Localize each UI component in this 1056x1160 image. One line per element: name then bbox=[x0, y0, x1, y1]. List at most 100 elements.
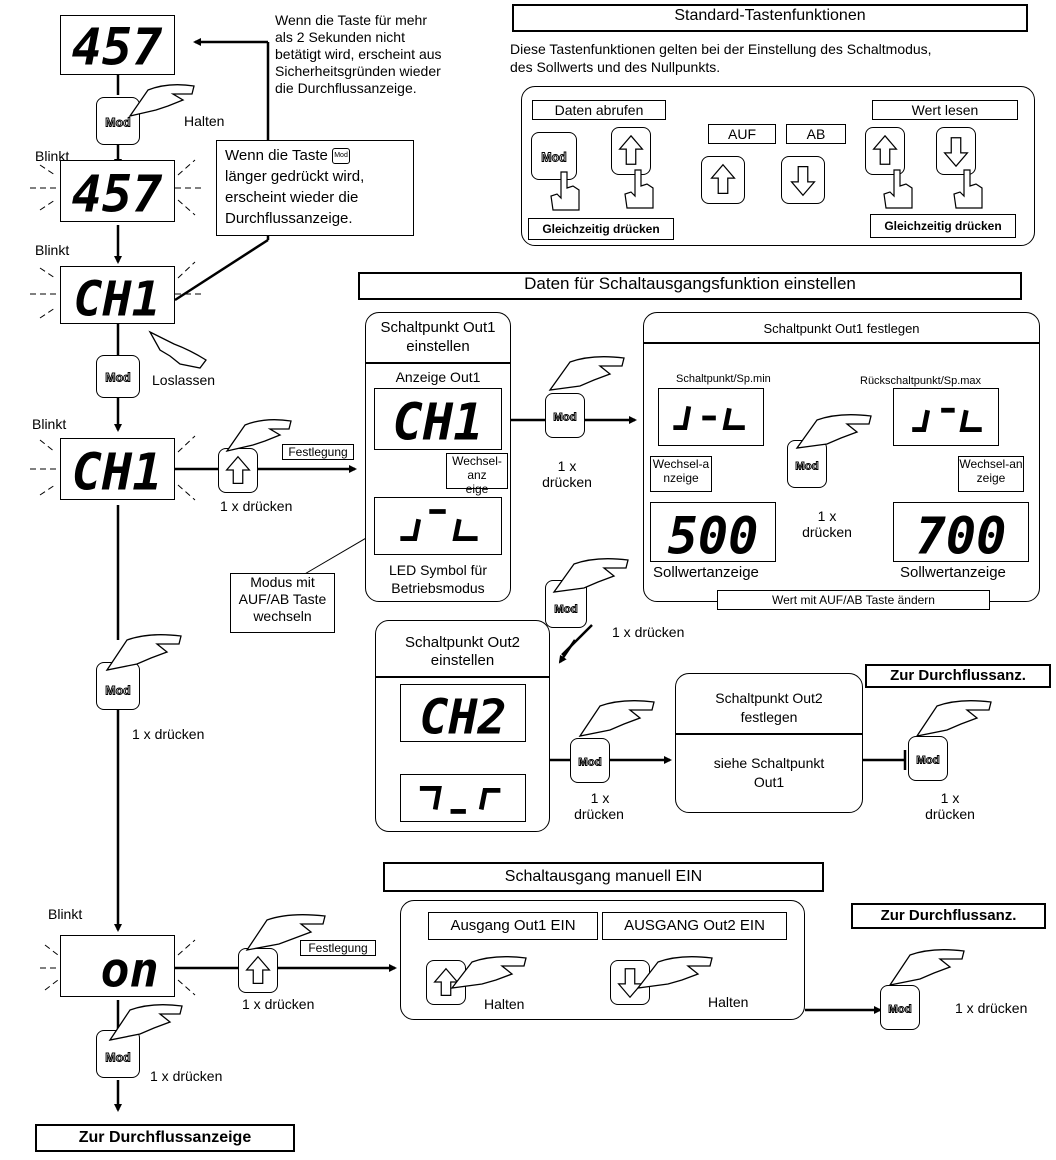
display-jl-max bbox=[893, 388, 999, 446]
display-457-top: 457 bbox=[60, 15, 175, 75]
svg-text:Mod: Mod bbox=[105, 1051, 130, 1065]
wechsel-anzeige-line: eige bbox=[465, 482, 489, 496]
divider bbox=[676, 733, 862, 735]
up-key-auf[interactable] bbox=[701, 156, 745, 204]
display-on: on bbox=[60, 935, 175, 997]
out2-fix-title-line: festlegen bbox=[740, 709, 798, 725]
zur-durchfluss-box-2[interactable]: Zur Durchflussanz. bbox=[851, 903, 1046, 929]
svg-text:CH2: CH2 bbox=[419, 689, 506, 741]
divider bbox=[644, 342, 1039, 344]
modus-note-line: AUF/AB Taste bbox=[238, 591, 327, 607]
press-once-split: drücken bbox=[574, 806, 624, 822]
zur-durchfluss-box-1[interactable]: Zur Durchflussanz. bbox=[865, 664, 1051, 688]
top-note: Wenn die Taste für mehr als 2 Sekunden n… bbox=[275, 12, 500, 97]
mod-key-out1[interactable]: Mod bbox=[545, 393, 585, 438]
blinkt-label-2: Blinkt bbox=[35, 242, 70, 258]
svg-text:700: 700 bbox=[916, 506, 1007, 561]
wechsel-anzeige-line: Wechsel-an bbox=[959, 457, 1023, 471]
svg-text:Mod: Mod bbox=[554, 604, 577, 616]
up-key-std[interactable] bbox=[611, 127, 651, 175]
mod-key-out2[interactable]: Mod bbox=[570, 738, 610, 783]
up-key-manual[interactable] bbox=[238, 948, 278, 993]
out1-set-title-line: Schaltpunkt Out1 bbox=[380, 319, 496, 336]
led-symbol-line: Betriebsmodus bbox=[391, 580, 485, 596]
down-key-ab[interactable] bbox=[781, 156, 825, 204]
halten-label: Halten bbox=[184, 113, 225, 129]
out2-set-title-line: Schaltpunkt Out2 bbox=[404, 634, 521, 651]
press-once-split: drücken bbox=[925, 806, 975, 822]
modus-note-line: wechseln bbox=[253, 608, 312, 624]
hand-icon bbox=[108, 1004, 183, 1041]
display-ch1-select: CH1 bbox=[60, 438, 175, 500]
hand-icon bbox=[578, 700, 655, 737]
svg-text:on: on bbox=[100, 942, 158, 996]
finger-icon bbox=[624, 169, 654, 209]
svg-text:Mod: Mod bbox=[578, 757, 601, 769]
blinkt-label-4: Blinkt bbox=[48, 906, 83, 922]
svg-text:457: 457 bbox=[72, 164, 164, 221]
schaltpunkt-min-label: Schaltpunkt/Sp.min bbox=[676, 373, 771, 385]
wechsel-anzeige-line: zeige bbox=[976, 471, 1006, 485]
top-note-line: Sicherheitsgründen wieder bbox=[275, 63, 441, 79]
hand-icon bbox=[552, 558, 629, 593]
led-symbol-line: LED Symbol für bbox=[388, 562, 488, 578]
display-mode-jl bbox=[374, 497, 502, 555]
hand-icon bbox=[450, 956, 527, 989]
out1-on-label: Ausgang Out1 EIN bbox=[428, 912, 598, 940]
zur-durchfluss-label: Zur Durchflussanz. bbox=[880, 907, 1017, 924]
press-once-split: 1 x bbox=[557, 458, 577, 474]
top-note-line: als 2 Sekunden nicht bbox=[275, 29, 405, 45]
mod-note-line: erscheint wieder die bbox=[225, 189, 359, 206]
hand-icon bbox=[888, 949, 965, 986]
standard-desc-line: Diese Tastenfunktionen gelten bei der Ei… bbox=[510, 41, 932, 57]
out1-fix-title: Schaltpunkt Out1 festlegen bbox=[763, 321, 920, 336]
svg-text:Mod: Mod bbox=[541, 151, 567, 165]
mod-key-on[interactable]: Mod bbox=[96, 1030, 140, 1078]
hand-icon bbox=[105, 634, 182, 671]
standard-title: Standard-Tastenfunktionen bbox=[512, 4, 1028, 32]
mod-key-std[interactable]: Mod bbox=[531, 132, 577, 180]
hand-icon bbox=[795, 414, 872, 449]
wechsel-anzeige-b: Wechsel-a nzeige bbox=[650, 456, 712, 492]
sollwert-label-2: Sollwertanzeige bbox=[900, 564, 1006, 581]
out2-fix-panel bbox=[675, 673, 863, 813]
wechsel-anzeige-a: Wechsel-anz eige bbox=[446, 453, 508, 496]
display-ch1-blink: CH1 bbox=[60, 266, 175, 324]
display-ch1-out1: CH1 bbox=[374, 388, 502, 450]
down-key-read[interactable] bbox=[936, 127, 976, 175]
wechsel-anzeige-line: Wechsel-a bbox=[652, 457, 710, 471]
mod-key-out1-fix[interactable]: Mod bbox=[787, 440, 827, 488]
to-flow-display-box[interactable]: Zur Durchflussanzeige bbox=[35, 1124, 295, 1152]
mod-key-release[interactable]: Mod bbox=[96, 355, 140, 398]
up-key-confirm[interactable] bbox=[218, 448, 258, 493]
mod-key-hold[interactable]: Mod bbox=[96, 97, 140, 145]
hand-icon bbox=[548, 356, 625, 391]
festlegung-label-2: Festlegung bbox=[300, 940, 376, 956]
siehe-line: siehe Schaltpunkt bbox=[713, 755, 825, 771]
up-key-read[interactable] bbox=[865, 127, 905, 175]
hand-icon bbox=[225, 419, 292, 453]
mod-key-next[interactable]: Mod bbox=[96, 662, 140, 710]
top-note-line: Wenn die Taste für mehr bbox=[275, 12, 428, 28]
press-once-split: drücken bbox=[802, 524, 852, 540]
svg-text:Mod: Mod bbox=[795, 461, 818, 473]
press-once-label-3: 1 x drücken bbox=[242, 996, 315, 1012]
standard-desc-line: des Sollwerts und des Nullpunkts. bbox=[510, 59, 721, 75]
display-ch2: CH2 bbox=[400, 684, 526, 742]
mod-key-exit-1[interactable]: Mod bbox=[908, 736, 948, 781]
out2-set-title-line: einstellen bbox=[430, 652, 495, 669]
gleichzeitig-label-2: Gleichzeitig drücken bbox=[870, 214, 1016, 238]
mod-key-exit-2[interactable]: Mod bbox=[880, 985, 920, 1030]
svg-text:Mod: Mod bbox=[105, 371, 130, 385]
ab-label: AB bbox=[786, 124, 846, 144]
hand-icon bbox=[915, 700, 992, 737]
display-457-blink: 457 bbox=[60, 160, 175, 222]
display-mode-nr bbox=[400, 774, 526, 822]
out2-fix-title-line: Schaltpunkt Out2 bbox=[715, 690, 823, 706]
svg-text:CH1: CH1 bbox=[393, 392, 484, 449]
divider bbox=[366, 362, 510, 364]
wechsel-anzeige-line: Wechsel-anz bbox=[452, 454, 502, 482]
svg-text:Mod: Mod bbox=[916, 755, 939, 767]
switch-data-title: Daten für Schaltausgangsfunktion einstel… bbox=[358, 272, 1022, 300]
display-700: 700 bbox=[893, 502, 1029, 562]
